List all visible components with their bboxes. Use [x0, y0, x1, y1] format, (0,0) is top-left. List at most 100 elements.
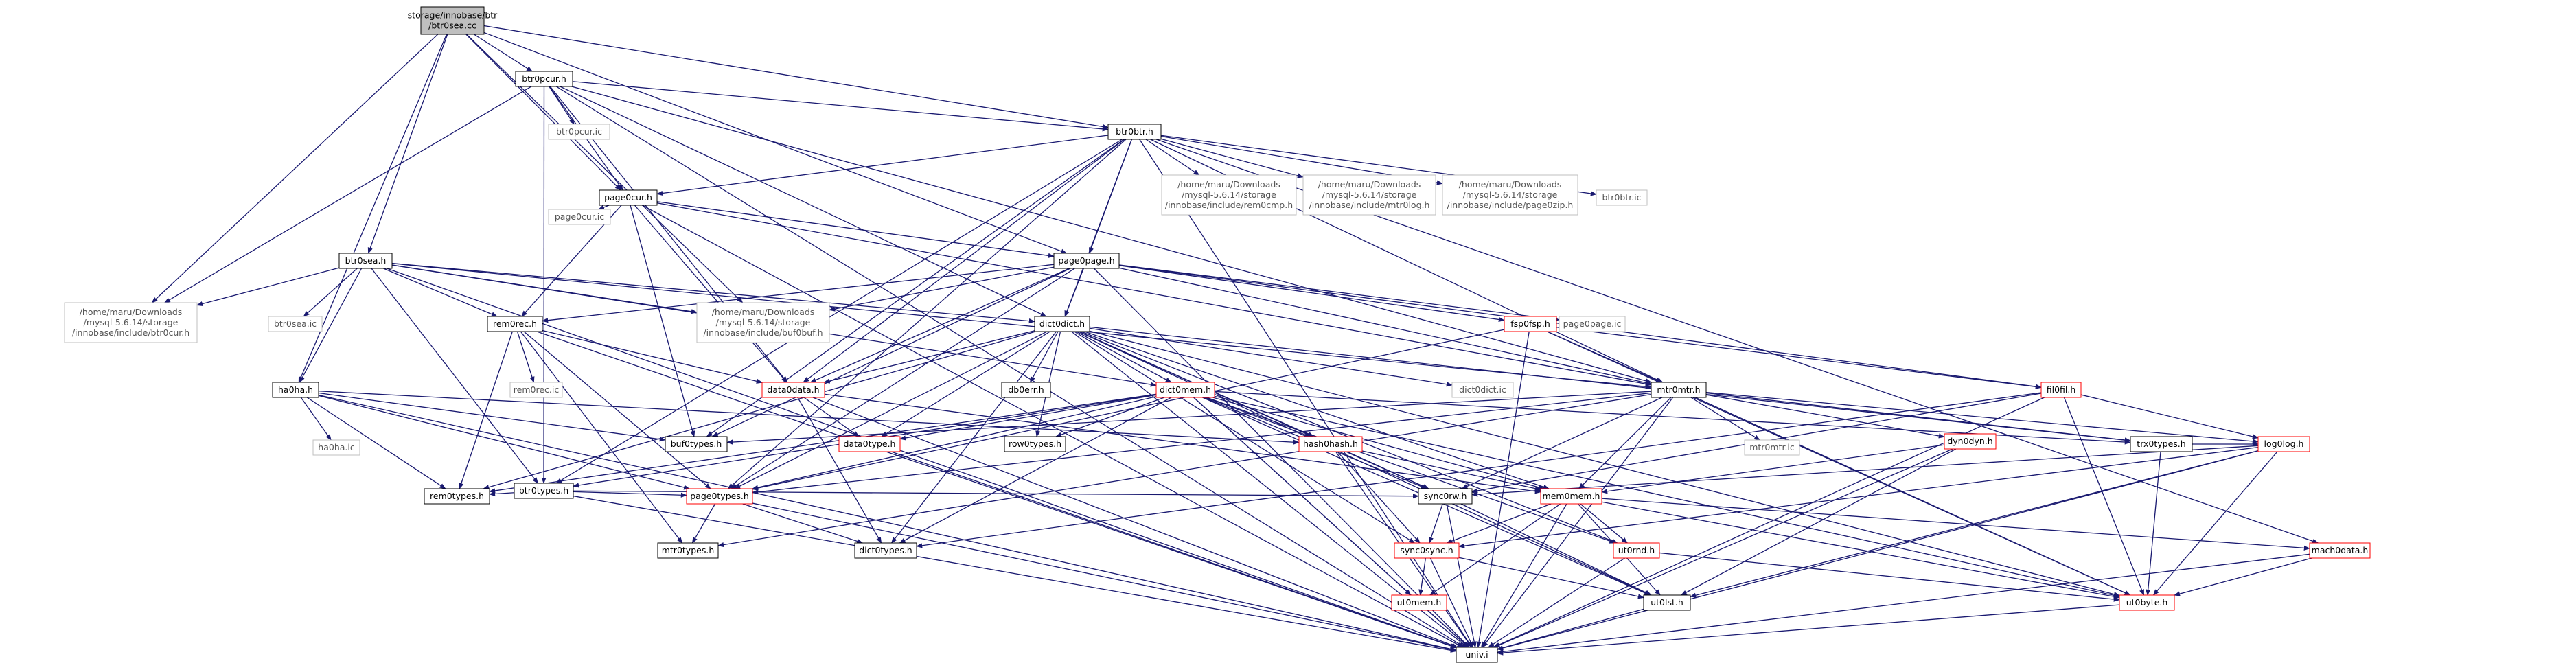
- edge-hash0hash-h-to-mem0mem-h: [1361, 450, 1541, 491]
- node-buf0types-h[interactable]: buf0types.h: [665, 436, 728, 452]
- edge-mem0mem-h-to-univ-i: [1480, 503, 1567, 648]
- node-box: [1394, 542, 1460, 559]
- edge-dict0dict-h-to-dict0types-h: [891, 331, 1057, 544]
- node-mtr0types-h[interactable]: mtr0types.h: [657, 542, 719, 559]
- edge-page0types-h-to-dict0types-h: [742, 503, 864, 544]
- edge-dict0mem-h-to-mem0mem-h: [1212, 397, 1545, 490]
- node-ut0mem-h[interactable]: ut0mem.h: [1391, 594, 1447, 611]
- node-dict0dict-h[interactable]: dict0dict.h: [1034, 316, 1090, 332]
- node-sync0sync-h[interactable]: sync0sync.h: [1394, 542, 1460, 559]
- node-data0type-h[interactable]: data0type.h: [838, 436, 901, 452]
- edge-page0page-h-to-mtr0mtr-h: [1118, 267, 1652, 386]
- node-label: btr0types.h: [519, 485, 568, 496]
- node-buf0buf-h: /home/maru/Downloads/mysql-5.6.14/storag…: [696, 302, 830, 343]
- edge-mtr0mtr-h-to-mem0mem-h: [1578, 397, 1672, 489]
- node-label: page0page.h: [1058, 255, 1114, 266]
- node-box: [1302, 174, 1436, 216]
- node-dyn0dyn-h[interactable]: dyn0dyn.h: [1944, 433, 1997, 450]
- edge-page0page-h-to-data0data-h: [809, 268, 1070, 383]
- node-label: dict0types.h: [859, 545, 912, 555]
- node-db0err-h[interactable]: db0err.h: [1001, 382, 1051, 398]
- edge-data0data-h-to-data0type-h: [803, 397, 860, 437]
- node-btr0pcur-h[interactable]: btr0pcur.h: [515, 71, 573, 87]
- edge-dict0dict-h-to-trx0types-h: [1089, 326, 2131, 443]
- node-ut0byte-h[interactable]: ut0byte.h: [2119, 594, 2175, 611]
- node-label: /mysql-5.6.14/storage: [1182, 189, 1276, 200]
- node-ut0rnd-h[interactable]: ut0rnd.h: [1613, 542, 1660, 559]
- edge-btr0btr-h-to-page0cur-h: [656, 135, 1109, 196]
- edge-log0log-h-to-ut0byte-h: [2152, 451, 2278, 596]
- node-fsp0fsp-h[interactable]: fsp0fsp.h: [1504, 316, 1557, 332]
- node-dict0dict-ic: dict0dict.ic: [1451, 382, 1514, 398]
- node-mach0data-h[interactable]: mach0data.h: [2309, 542, 2371, 559]
- node-box: [424, 488, 490, 505]
- edge-mach0data-h-to-ut0byte-h: [2174, 557, 2312, 596]
- edge-btr0sea-cc-to-buf0buf-h: [466, 34, 744, 303]
- node-label: btr0pcur.ic: [556, 126, 602, 137]
- node-label: ut0rnd.h: [1618, 545, 1655, 555]
- edge-fsp0fsp-h-to-univ-i: [1476, 331, 1530, 648]
- edge-sync0rw-h-to-sync0sync-h: [1428, 503, 1443, 544]
- node-label: btr0pcur.h: [522, 73, 566, 84]
- edge-sync0sync-h-to-ut0mem-h: [1418, 557, 1427, 596]
- node-label: btr0sea.h: [345, 255, 387, 266]
- edge-page0page-h-to-page0page-ic: [1118, 264, 1560, 322]
- node-box: [1155, 382, 1215, 398]
- node-label: rem0types.h: [430, 491, 484, 501]
- edge-btr0types-h-to-page0types-h: [573, 491, 687, 498]
- edge-dict0dict-h-to-dict0dict-ic: [1089, 327, 1453, 387]
- node-box: [64, 302, 198, 343]
- node-mtr0mtr-h[interactable]: mtr0mtr.h: [1651, 382, 1707, 398]
- edge-dict0mem-h-to-dict0types-h: [899, 397, 1172, 544]
- node-data0data-h[interactable]: data0data.h: [761, 382, 825, 398]
- node-row0types-h[interactable]: row0types.h: [1004, 436, 1066, 452]
- edge-dict0mem-h-to-rem0types-h: [489, 393, 1157, 494]
- node-rem0cmp-h: /home/maru/Downloads/mysql-5.6.14/storag…: [1161, 174, 1297, 216]
- node-btr0sea-h[interactable]: btr0sea.h: [338, 253, 393, 269]
- node-dict0mem-h[interactable]: dict0mem.h: [1155, 382, 1215, 398]
- node-univ-i[interactable]: univ.i: [1456, 647, 1498, 663]
- node-ha0ha-ic: ha0ha.ic: [312, 439, 360, 456]
- node-label: ut0byte.h: [2126, 597, 2168, 607]
- edge-ut0byte-h-to-univ-i: [1497, 604, 2120, 656]
- edge-data0data-h-to-dict0types-h: [797, 397, 882, 544]
- edge-page0cur-h-to-page0page-h: [656, 201, 1055, 258]
- node-page0cur-ic: page0cur.ic: [548, 209, 611, 225]
- edge-ut0rnd-h-to-univ-i: [1488, 557, 1626, 648]
- node-btr0types-h[interactable]: btr0types.h: [514, 483, 574, 499]
- edge-btr0sea-h-to-univ-i: [387, 268, 1457, 649]
- edge-dict0dict-h-to-data0data-h: [823, 330, 1035, 384]
- edge-btr0sea-cc-to-ha0ha-h: [298, 34, 448, 383]
- node-btr0btr-ic: btr0btr.ic: [1596, 189, 1648, 206]
- node-label: page0cur.ic: [555, 211, 604, 222]
- node-page0page-h[interactable]: page0page.h: [1053, 253, 1120, 269]
- node-page0cur-h[interactable]: page0cur.h: [599, 189, 658, 206]
- node-box: [1391, 594, 1447, 611]
- node-label: trx0types.h: [2137, 439, 2185, 449]
- node-box: [2257, 436, 2310, 452]
- node-btr0btr-h[interactable]: btr0btr.h: [1107, 124, 1162, 140]
- node-fil0fil-h[interactable]: fil0fil.h: [2040, 382, 2082, 398]
- node-dict0types-h[interactable]: dict0types.h: [854, 542, 917, 559]
- edge-rem0rec-h-to-page0types-h: [523, 331, 711, 489]
- edge-btr0btr-h-to-univ-i: [1139, 139, 1473, 648]
- node-rem0rec-h[interactable]: rem0rec.h: [487, 316, 543, 332]
- edge-fsp0fsp-h-to-fil0fil-h: [1556, 327, 2042, 390]
- node-mem0mem-h[interactable]: mem0mem.h: [1540, 488, 1602, 505]
- node-sync0rw-h[interactable]: sync0rw.h: [1418, 488, 1473, 505]
- edge-sync0sync-h-to-ut0lst-h: [1458, 557, 1644, 599]
- node-label: fil0fil.h: [2047, 384, 2076, 395]
- node-rem0types-h[interactable]: rem0types.h: [424, 488, 490, 505]
- node-hash0hash-h[interactable]: hash0hash.h: [1298, 436, 1363, 452]
- node-trx0types-h[interactable]: trx0types.h: [2130, 436, 2193, 452]
- node-page0types-h[interactable]: page0types.h: [686, 488, 753, 505]
- node-btr0sea-cc[interactable]: storage/innobase/btr/btr0sea.cc: [408, 6, 498, 35]
- node-log0log-h[interactable]: log0log.h: [2257, 436, 2310, 452]
- node-box: [268, 316, 323, 332]
- node-box: [548, 124, 610, 140]
- edge-btr0btr-h-to-data0data-h: [803, 139, 1125, 383]
- node-label: /home/maru/Downloads: [1459, 179, 1562, 189]
- node-box: [2119, 594, 2175, 611]
- node-ha0ha-h[interactable]: ha0ha.h: [272, 382, 319, 398]
- node-ut0lst-h[interactable]: ut0lst.h: [1643, 594, 1691, 611]
